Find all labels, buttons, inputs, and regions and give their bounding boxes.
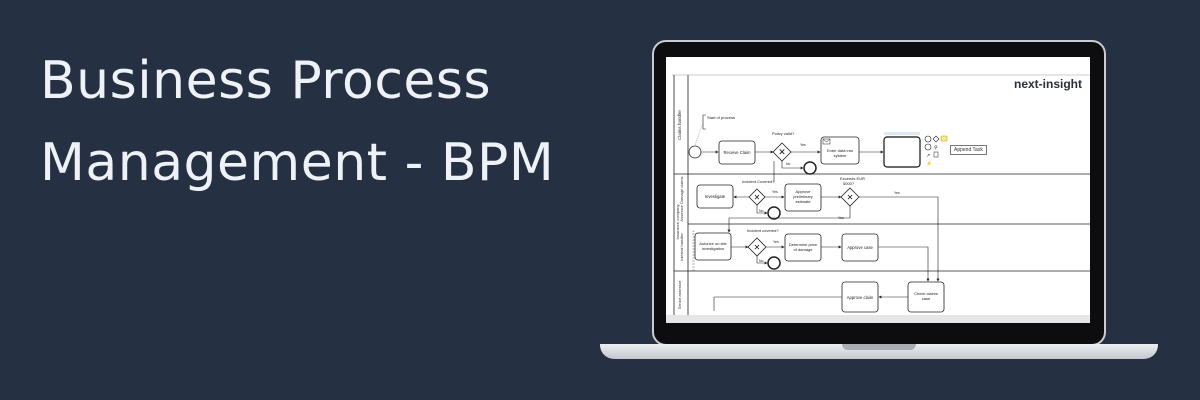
task-approve-case	[841, 233, 879, 262]
task-investigate	[696, 184, 734, 209]
lane-label-senior: Senior assessor	[677, 280, 682, 309]
page-title: Business Process Management - BPM	[40, 40, 554, 204]
task-approve-preliminary	[784, 183, 822, 212]
lightning-icon: ⚡	[926, 160, 932, 167]
flow-label-yes: Yes	[773, 240, 779, 244]
pool-label: Insurance company	[675, 205, 680, 240]
end-event	[803, 161, 817, 175]
screen-bottom-bar	[666, 315, 1090, 323]
start-event	[688, 145, 702, 159]
lane-label-claims-handler: Claims handler	[677, 109, 682, 140]
bpmn-diagram: Claims handler Assessor Damage claims In…	[666, 57, 1090, 323]
task-selected[interactable]	[883, 136, 921, 168]
selection-hint	[884, 132, 920, 135]
wrench-icon[interactable]: ⚲	[934, 145, 938, 151]
gateway-label: 5000?	[843, 181, 855, 186]
gateway-x-icon: ✕	[754, 193, 761, 202]
gateway-label: Incident covered?	[747, 228, 779, 233]
flow-label-yes: Yes	[894, 191, 900, 195]
append-task-tooltip[interactable]: Append Task	[950, 145, 987, 155]
task-label: Approve	[796, 189, 812, 194]
text-annotation	[702, 114, 706, 130]
append-task-icon[interactable]	[940, 135, 948, 142]
flow-label-no: No	[759, 209, 764, 213]
connect-arrow-icon[interactable]: ↗	[926, 153, 930, 159]
trash-icon[interactable]	[933, 151, 939, 158]
lane-label-internal: Internal handler	[679, 232, 684, 260]
brand-logo: next-insight	[1014, 77, 1082, 91]
task-label: Determine price	[789, 242, 818, 247]
flow-label-yes: Yes	[800, 143, 806, 147]
task-determine-price	[784, 233, 822, 262]
task-label: estimate	[795, 199, 811, 204]
flow-label-no: No	[759, 259, 764, 263]
flow-label-no: No	[786, 162, 791, 166]
gateway-x-icon: ✕	[847, 193, 854, 202]
laptop-notch	[842, 344, 916, 350]
append-gateway-icon[interactable]	[932, 135, 940, 143]
gateway-label: Exceeds EUR	[840, 176, 865, 181]
task-label: Approve case	[847, 245, 873, 250]
task-label: case	[922, 296, 931, 301]
bpmn-diagram-screen: Claims handler Assessor Damage claims In…	[666, 57, 1090, 323]
task-label: Receive Claim	[724, 150, 752, 155]
task-enter-data	[820, 136, 860, 165]
title-line-1: Business Process	[40, 51, 492, 111]
append-end-event-icon[interactable]	[924, 135, 932, 143]
task-autorize-investigation	[694, 232, 732, 261]
end-event	[767, 256, 781, 270]
task-label: of damage	[794, 247, 814, 252]
task-label: preliminary	[793, 194, 813, 199]
task-label: Enter data into	[827, 148, 854, 153]
flow-label-yes: Yes	[772, 190, 778, 194]
end-event	[767, 206, 781, 220]
envelope-icon	[822, 138, 831, 145]
task-label: Approve claim	[847, 295, 874, 300]
gateway-label: Policy valid?	[772, 131, 795, 136]
task-label: system	[834, 153, 847, 158]
task-label: Autorize on site	[699, 241, 727, 246]
task-label: Investigate	[705, 194, 726, 199]
gateway-label: Incident Covered?	[742, 179, 775, 184]
laptop-base	[600, 344, 1158, 359]
title-line-2: Management - BPM	[40, 133, 555, 193]
task-label: investigation	[702, 246, 724, 251]
task-receive-claim	[718, 140, 756, 165]
task-label: Check claims	[914, 291, 938, 296]
gateway-x-icon: ✕	[754, 243, 761, 252]
annotation-text: Start of process	[707, 115, 735, 120]
lane-label-assessor: Assessor Damage claims	[679, 176, 684, 221]
append-intermediate-event-icon[interactable]	[924, 143, 932, 151]
flow-label-yes: Yes	[838, 216, 844, 220]
gateway-x-icon: ✕	[778, 147, 786, 157]
